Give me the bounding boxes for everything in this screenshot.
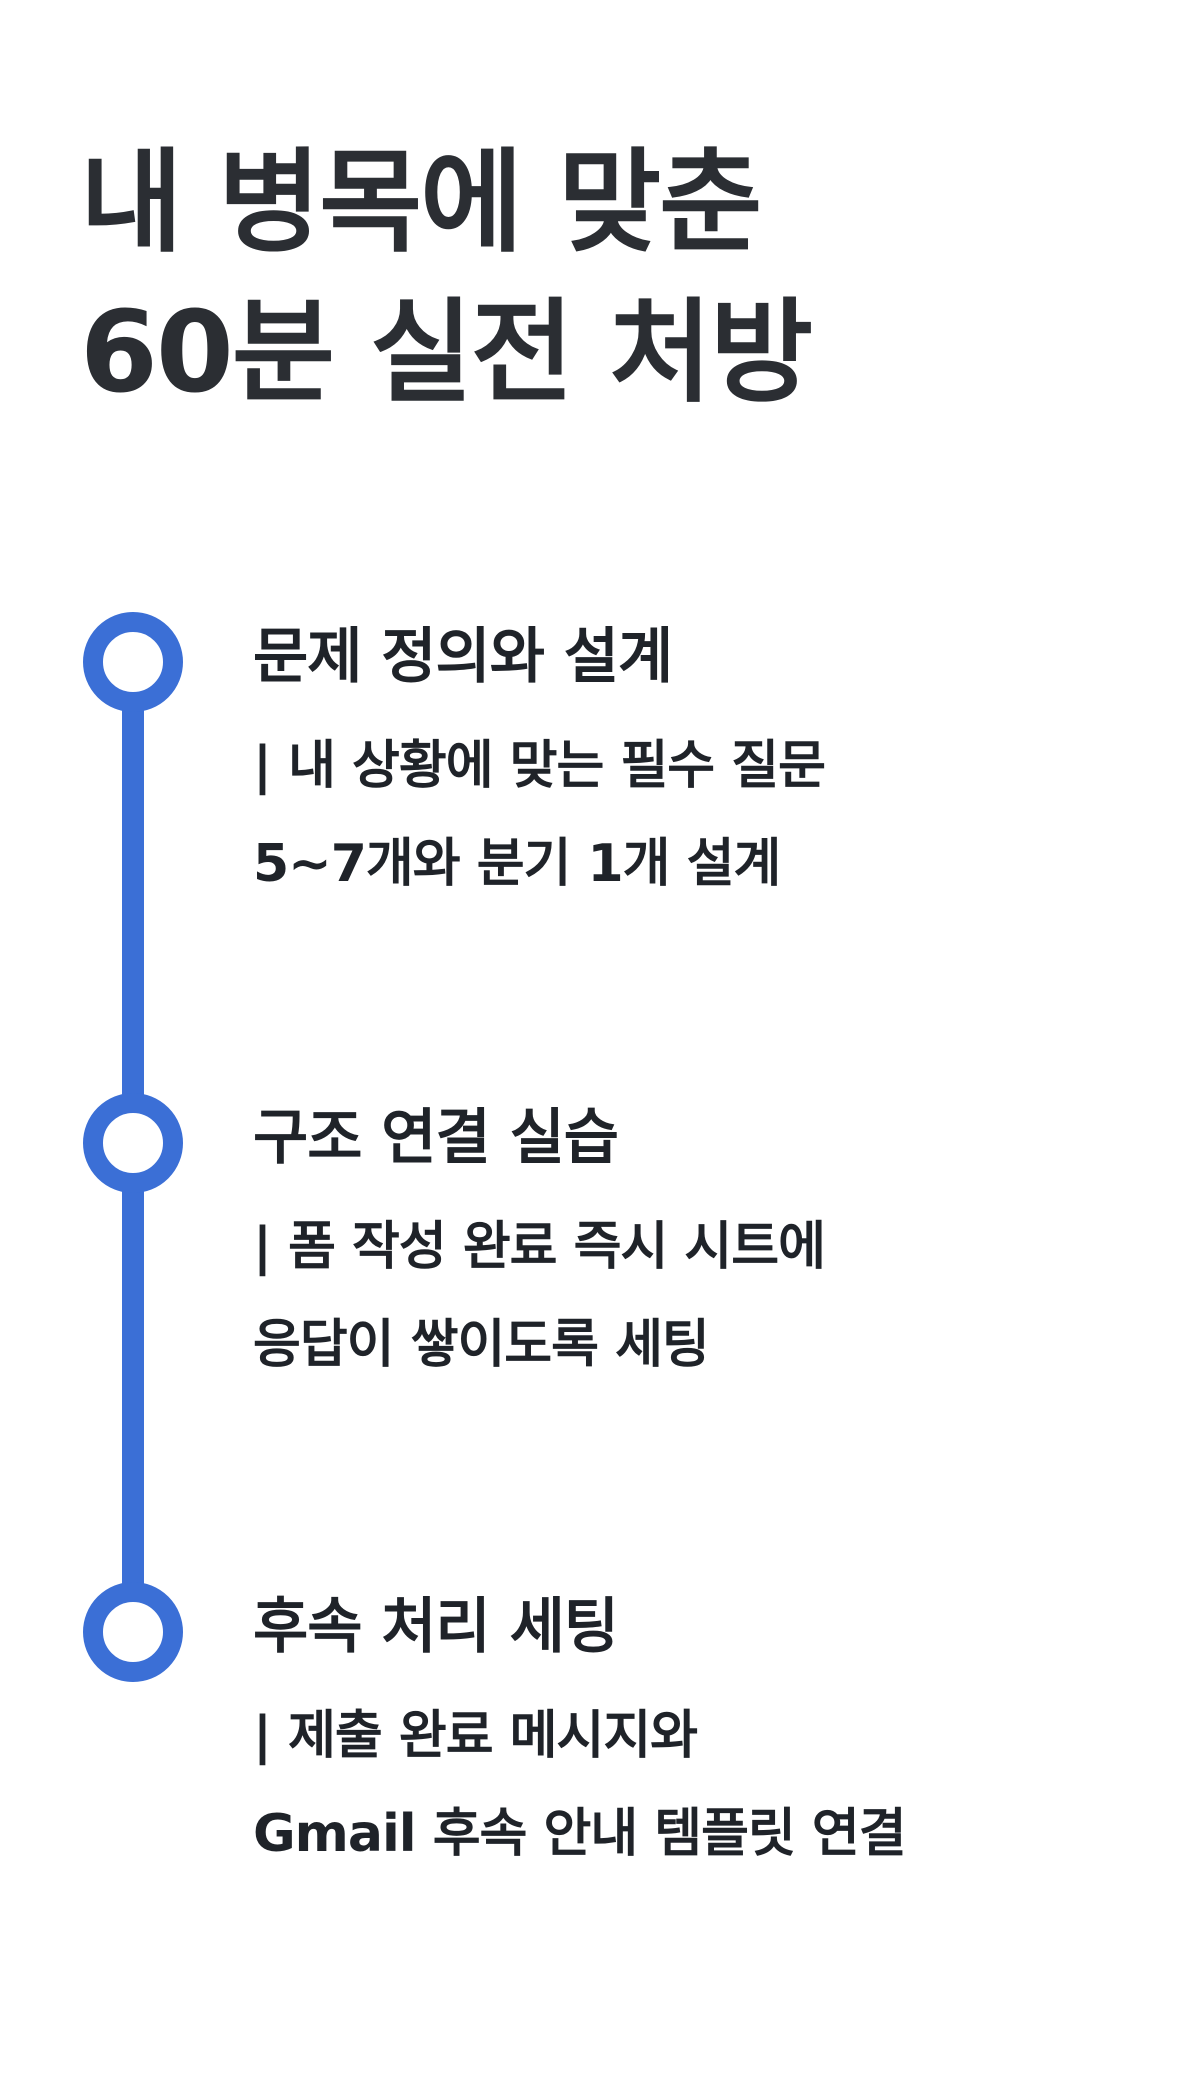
- step-description-line: | 내 상황에 맞는 필수 질문: [253, 736, 826, 796]
- step-description-line: 5~7개와 분기 1개 설계: [253, 834, 781, 894]
- step-description: | 내 상황에 맞는 필수 질문 5~7개와 분기 1개 설계: [253, 717, 826, 913]
- title-line-1: 내 병목에 맞춘: [80, 138, 762, 268]
- step-description-line: | 폼 작성 완료 즉시 시트에: [253, 1217, 826, 1277]
- step-description: | 제출 완료 메시지와 Gmail 후속 안내 템플릿 연결: [253, 1687, 907, 1883]
- step-description-line: Gmail 후속 안내 템플릿 연결: [253, 1804, 907, 1864]
- timeline-circle-icon: [83, 1582, 183, 1682]
- step-heading: 구조 연결 실습: [253, 1103, 619, 1173]
- title-line-2: 60분 실전 처방: [80, 288, 813, 418]
- page-title: 내 병목에 맞춘 60분 실전 처방: [80, 128, 813, 428]
- step-description-line: | 제출 완료 메시지와: [253, 1706, 698, 1766]
- step-description: | 폼 작성 완료 즉시 시트에 응답이 쌓이도록 세팅: [253, 1198, 826, 1394]
- step-heading: 후속 처리 세팅: [253, 1592, 619, 1662]
- timeline-circle-icon: [83, 1093, 183, 1193]
- timeline-circle-icon: [83, 612, 183, 712]
- step-description-line: 응답이 쌓이도록 세팅: [253, 1315, 710, 1375]
- step-heading: 문제 정의와 설계: [253, 622, 673, 692]
